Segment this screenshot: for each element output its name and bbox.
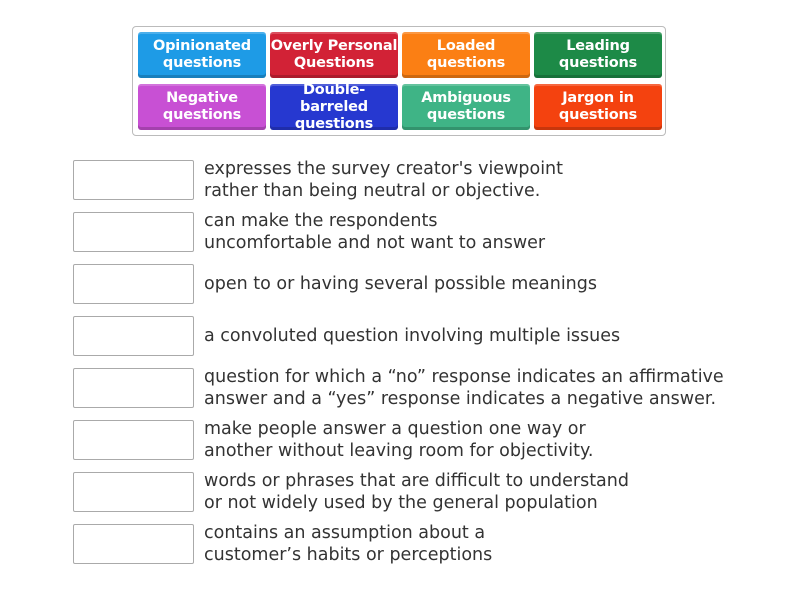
answer-tile[interactable]: Double-barreled questions: [270, 82, 398, 132]
drop-slot[interactable]: [73, 472, 194, 512]
answer-bank: [132, 26, 666, 136]
definition-text: can make the respondents uncomfortable a…: [204, 211, 546, 253]
definition-text: words or phrases that are difficult to u…: [204, 471, 629, 513]
drop-slot[interactable]: [73, 264, 194, 304]
definition-text: open to or having several possible meani…: [204, 274, 597, 294]
answer-tile[interactable]: Loaded questions: [402, 32, 530, 78]
match-row: question for which a “no” response indic…: [73, 367, 773, 409]
answer-tile[interactable]: Opinionated questions: [138, 32, 266, 78]
match-row: contains an assumption about a customer’…: [73, 523, 773, 565]
match-row: expresses the survey creator's viewpoint…: [73, 159, 773, 201]
drop-slot[interactable]: [73, 316, 194, 356]
answer-tile[interactable]: Overly Personal Questions: [270, 32, 398, 78]
match-row: a convoluted question involving multiple…: [73, 316, 773, 356]
definition-text: expresses the survey creator's viewpoint…: [204, 159, 564, 201]
definition-text: a convoluted question involving multiple…: [204, 326, 621, 346]
answer-tile[interactable]: Negative questions: [138, 84, 266, 130]
drop-slot[interactable]: [73, 420, 194, 460]
definition-text: question for which a “no” response indic…: [204, 367, 724, 409]
answer-tile[interactable]: Leading questions: [534, 32, 662, 78]
answer-tile[interactable]: Ambiguous questions: [402, 84, 530, 130]
definition-text: contains an assumption about a customer’…: [204, 523, 493, 565]
match-row: words or phrases that are difficult to u…: [73, 471, 773, 513]
match-row: open to or having several possible meani…: [73, 264, 773, 304]
answer-tile[interactable]: Jargon in questions: [534, 84, 662, 130]
match-row: make people answer a question one way or…: [73, 419, 773, 461]
match-row: can make the respondents uncomfortable a…: [73, 211, 773, 253]
definition-text: make people answer a question one way or…: [204, 419, 594, 461]
drop-slot[interactable]: [73, 212, 194, 252]
drop-slot[interactable]: [73, 368, 194, 408]
drop-slot[interactable]: [73, 524, 194, 564]
drop-slot[interactable]: [73, 160, 194, 200]
